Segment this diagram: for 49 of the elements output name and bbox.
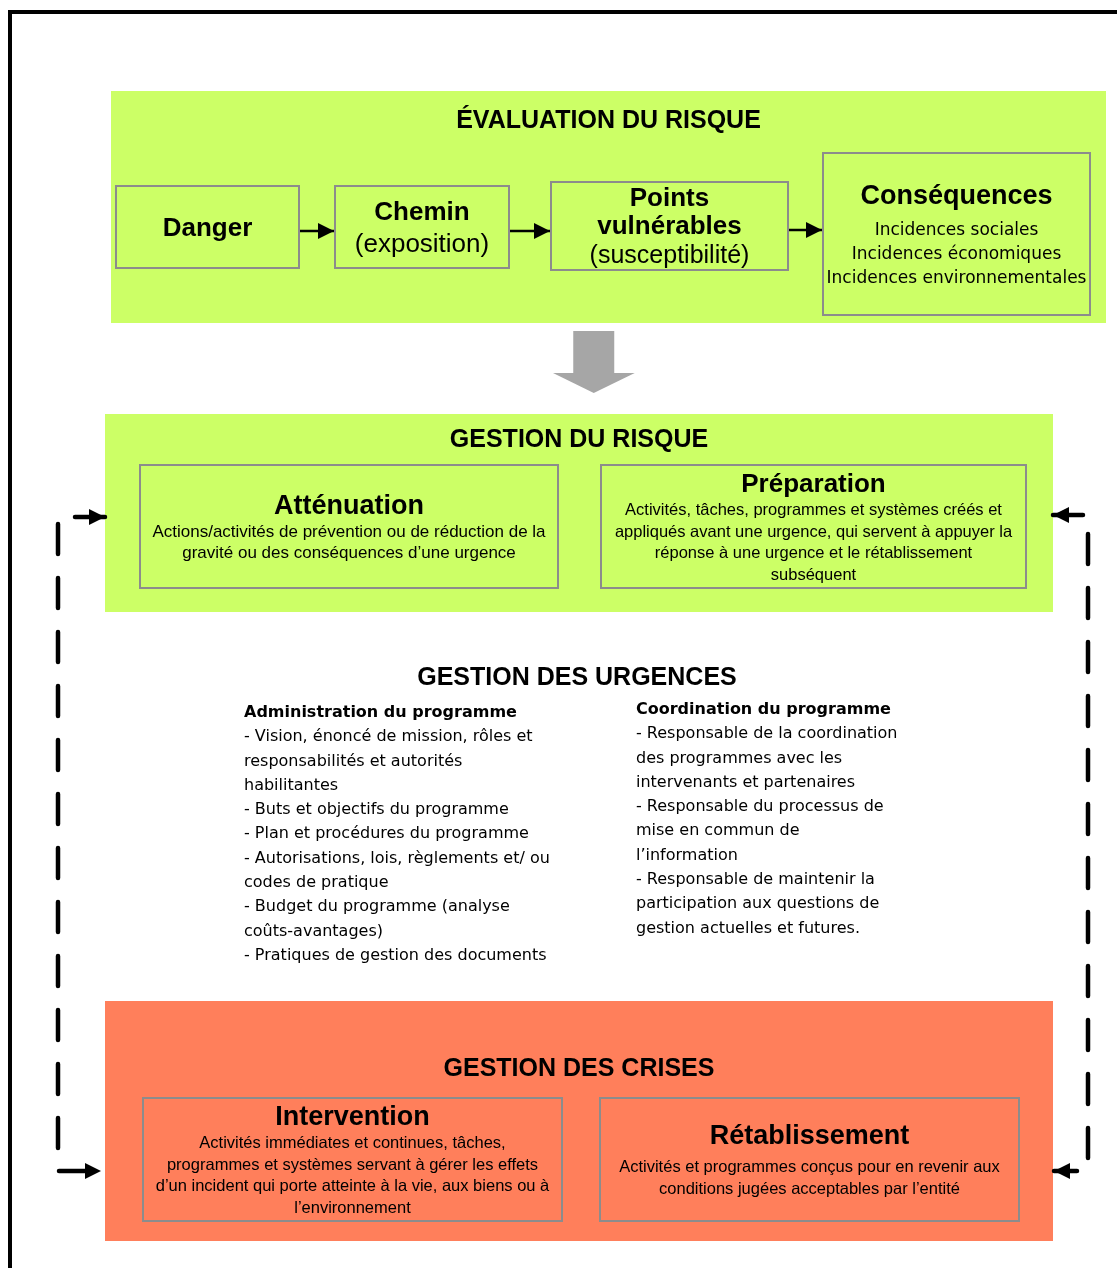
list-item: - Pratiques de gestion des documents [244,943,548,966]
box-title: Chemin [374,195,470,227]
list-item: - Budget du programme (analyse coûts-avantages) [244,895,511,942]
process-box [142,1097,563,1222]
list-item: - Buts et objectifs du programme [244,798,510,821]
box-text: Incidences économiques [851,241,1062,265]
process-box [550,181,789,271]
box-text: Activités et programmes conçus pour en revenir aux conditions jugées acceptables par l’entité [618,1156,1001,1199]
box-text: Activités immédiates et continues, tâches, programmes et systèmes servant à gérer les effets d’un incident qui porte atteinte à la vie, aux biens ou à l’environnement [154,1132,551,1218]
box-title: Intervention [275,1101,430,1132]
box-title: Atténuation [274,489,424,521]
arrow [1050,507,1091,1179]
process-box [334,185,510,269]
process-box [139,464,559,589]
section-panel [111,91,1106,323]
section-title: GESTION DU RISQUE [449,424,709,453]
section-panel [105,1001,1053,1241]
list-item: - Autorisations, lois, règlements et/ ou codes de pratique [244,846,551,894]
box-text: (exposition) [354,227,490,259]
process-box [822,152,1091,316]
arrow [789,222,822,238]
box-title: Rétablissement [709,1120,910,1151]
box-text: Incidences environnementales [826,265,1087,289]
box-title: Préparation [741,468,886,499]
box-title: Points vulnérables [596,183,743,239]
section-title: ÉVALUATION DU RISQUE [456,105,761,134]
process-box [115,185,300,269]
arrow [552,331,635,393]
box-title: Conséquences [860,179,1053,211]
box-text: Activités, tâches, programmes et systèmes créés et appliqués avant une urgence, qui servent à appuyer la réponse à une urgence et le rétablissement subséquent [613,499,1014,585]
list-item: - Responsable du processus de mise en commun de l’information [636,795,885,866]
arrow [55,509,108,1179]
section-title: GESTION DES URGENCES [416,664,738,689]
column-heading: Coordination du programme [636,698,892,720]
list-item: - Vision, énoncé de mission, rôles et responsabilités et autorités habilitantes [244,725,534,796]
section-title: GESTION DES CRISES [443,1053,715,1082]
box-text: Actions/activités de prévention ou de réduction de la gravité ou des conséquences d’une urgence [151,520,547,564]
list-item: - Responsable de la coordination des programmes avec les intervenants et partenaires [636,722,899,793]
process-box [600,464,1027,589]
box-title: Danger [162,211,253,243]
column-heading: Administration du programme [244,701,518,723]
arrow [510,223,550,239]
box-text: (susceptibilité) [589,239,750,269]
arrow [300,223,334,239]
list-item: - Plan et procédures du programme [244,822,530,845]
process-box [599,1097,1020,1222]
section-panel [105,414,1053,612]
list-item: - Responsable de maintenir la participation aux questions de gestion actuelles et futures. [636,868,881,939]
box-text: Incidences sociales [874,217,1039,241]
